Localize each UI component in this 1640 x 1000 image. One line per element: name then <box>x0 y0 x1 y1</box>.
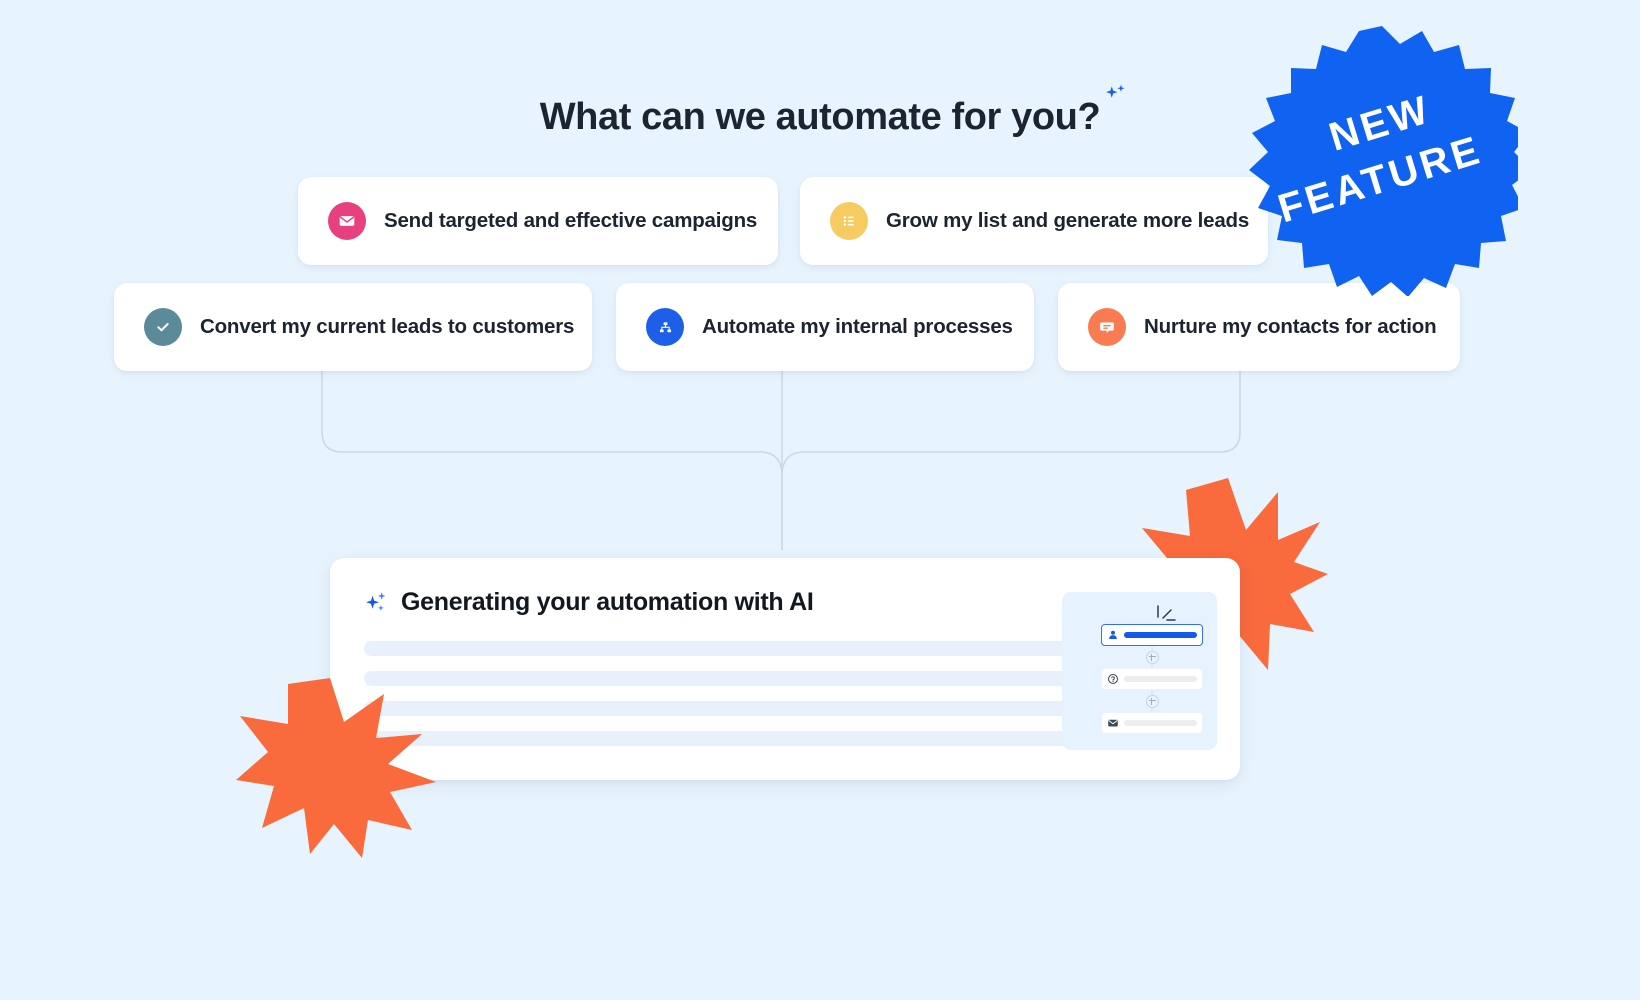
option-card-send-campaigns[interactable]: Send targeted and effective campaigns <box>298 177 778 265</box>
ai-sparkle-icon <box>366 592 386 611</box>
starburst-decoration-bottom-left <box>236 678 436 858</box>
workflow-node-email[interactable] <box>1101 712 1203 734</box>
workflow-node-bar <box>1124 632 1197 638</box>
contact-icon <box>1109 630 1117 640</box>
envelope-icon <box>328 202 366 240</box>
loading-skeleton-lines <box>364 641 1206 746</box>
workflow-node-condition[interactable] <box>1101 668 1203 690</box>
workflow-node-bar <box>1124 720 1197 726</box>
workflow-connector <box>1101 646 1203 668</box>
skeleton-line <box>364 671 1139 686</box>
option-label: Nurture my contacts for action <box>1144 315 1437 338</box>
check-circle-icon <box>144 308 182 346</box>
list-icon <box>830 202 868 240</box>
workflow-preview-panel[interactable] <box>1062 592 1217 750</box>
plus-circle-icon[interactable] <box>1145 650 1159 664</box>
option-cards-row-1: Send targeted and effective campaigns Gr… <box>298 177 1268 265</box>
page-title: What can we automate for you? <box>539 96 1101 138</box>
workflow-node-contact[interactable] <box>1101 624 1203 646</box>
condition-icon <box>1107 673 1119 685</box>
option-cards-row-2: Convert my current leads to customers Au… <box>114 283 1460 371</box>
sitemap-icon <box>646 308 684 346</box>
ai-card-title: Generating your automation with AI <box>401 588 814 616</box>
option-label: Send targeted and effective campaigns <box>384 209 758 232</box>
option-card-convert-leads[interactable]: Convert my current leads to customers <box>114 283 592 371</box>
skeleton-line <box>364 641 1206 656</box>
option-card-grow-list[interactable]: Grow my list and generate more leads <box>800 177 1268 265</box>
plus-circle-icon[interactable] <box>1145 694 1159 708</box>
skeleton-line <box>364 701 1072 716</box>
new-feature-badge[interactable]: NEW FEATURE <box>1246 24 1518 296</box>
ai-card-header: Generating your automation with AI <box>364 588 1206 617</box>
option-card-automate-processes[interactable]: Automate my internal processes <box>616 283 1034 371</box>
sparkle-icon <box>1106 84 1125 98</box>
workflow-steps <box>1101 624 1203 734</box>
connector-lines <box>321 360 1241 550</box>
cursor-icon <box>1157 605 1176 621</box>
workflow-connector <box>1101 690 1203 712</box>
option-label: Automate my internal processes <box>702 315 1013 338</box>
skeleton-line <box>364 731 1131 746</box>
option-card-nurture-contacts[interactable]: Nurture my contacts for action <box>1058 283 1460 371</box>
chat-bubble-icon <box>1088 308 1126 346</box>
email-icon <box>1108 719 1118 727</box>
option-label: Grow my list and generate more leads <box>886 209 1250 232</box>
workflow-node-bar <box>1124 676 1197 682</box>
option-label: Convert my current leads to customers <box>200 315 575 338</box>
